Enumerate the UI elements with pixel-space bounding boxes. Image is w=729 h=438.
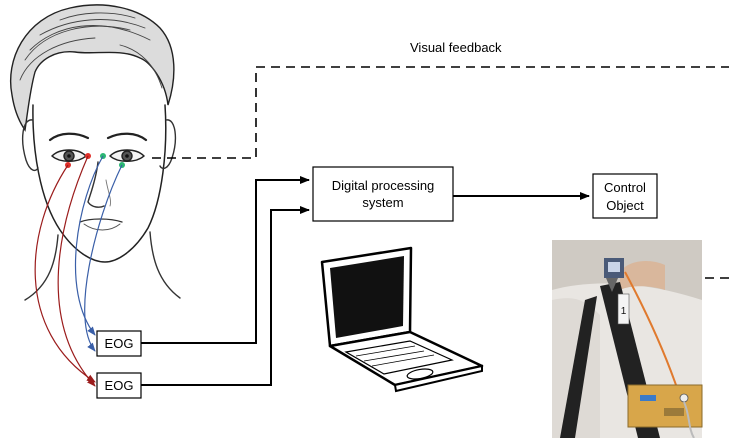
wire-blue-to-eog-top [74, 155, 104, 336]
visual-feedback-line [152, 66, 729, 159]
wire-blue2-to-eog-top [84, 164, 123, 352]
eog-top-label: EOG [105, 336, 134, 351]
processing-label-line1: Digital processing [332, 178, 435, 193]
processing-label-line2: system [362, 195, 403, 210]
connector-eog-top-to-processing [141, 176, 310, 344]
eog-bottom-label: EOG [105, 378, 134, 393]
mounted-device-photo: 1 [552, 240, 703, 438]
wire-red-to-eog-bottom [34, 164, 96, 383]
face-sketch [10, 4, 181, 301]
control-label-line1: Control [604, 180, 646, 195]
control-object-box: Control Object [592, 173, 658, 219]
wire-red2-to-eog-bottom [57, 155, 96, 387]
eog-box-bottom: EOG [96, 372, 142, 399]
photo-tag: 1 [621, 306, 627, 317]
eog-box-top: EOG [96, 330, 142, 357]
digital-processing-box: Digital processing system [312, 166, 454, 222]
connector-eog-bottom-to-processing [141, 206, 310, 386]
visual-feedback-label: Visual feedback [410, 40, 502, 55]
laptop-icon [320, 246, 484, 393]
control-label-line2: Object [606, 198, 644, 213]
